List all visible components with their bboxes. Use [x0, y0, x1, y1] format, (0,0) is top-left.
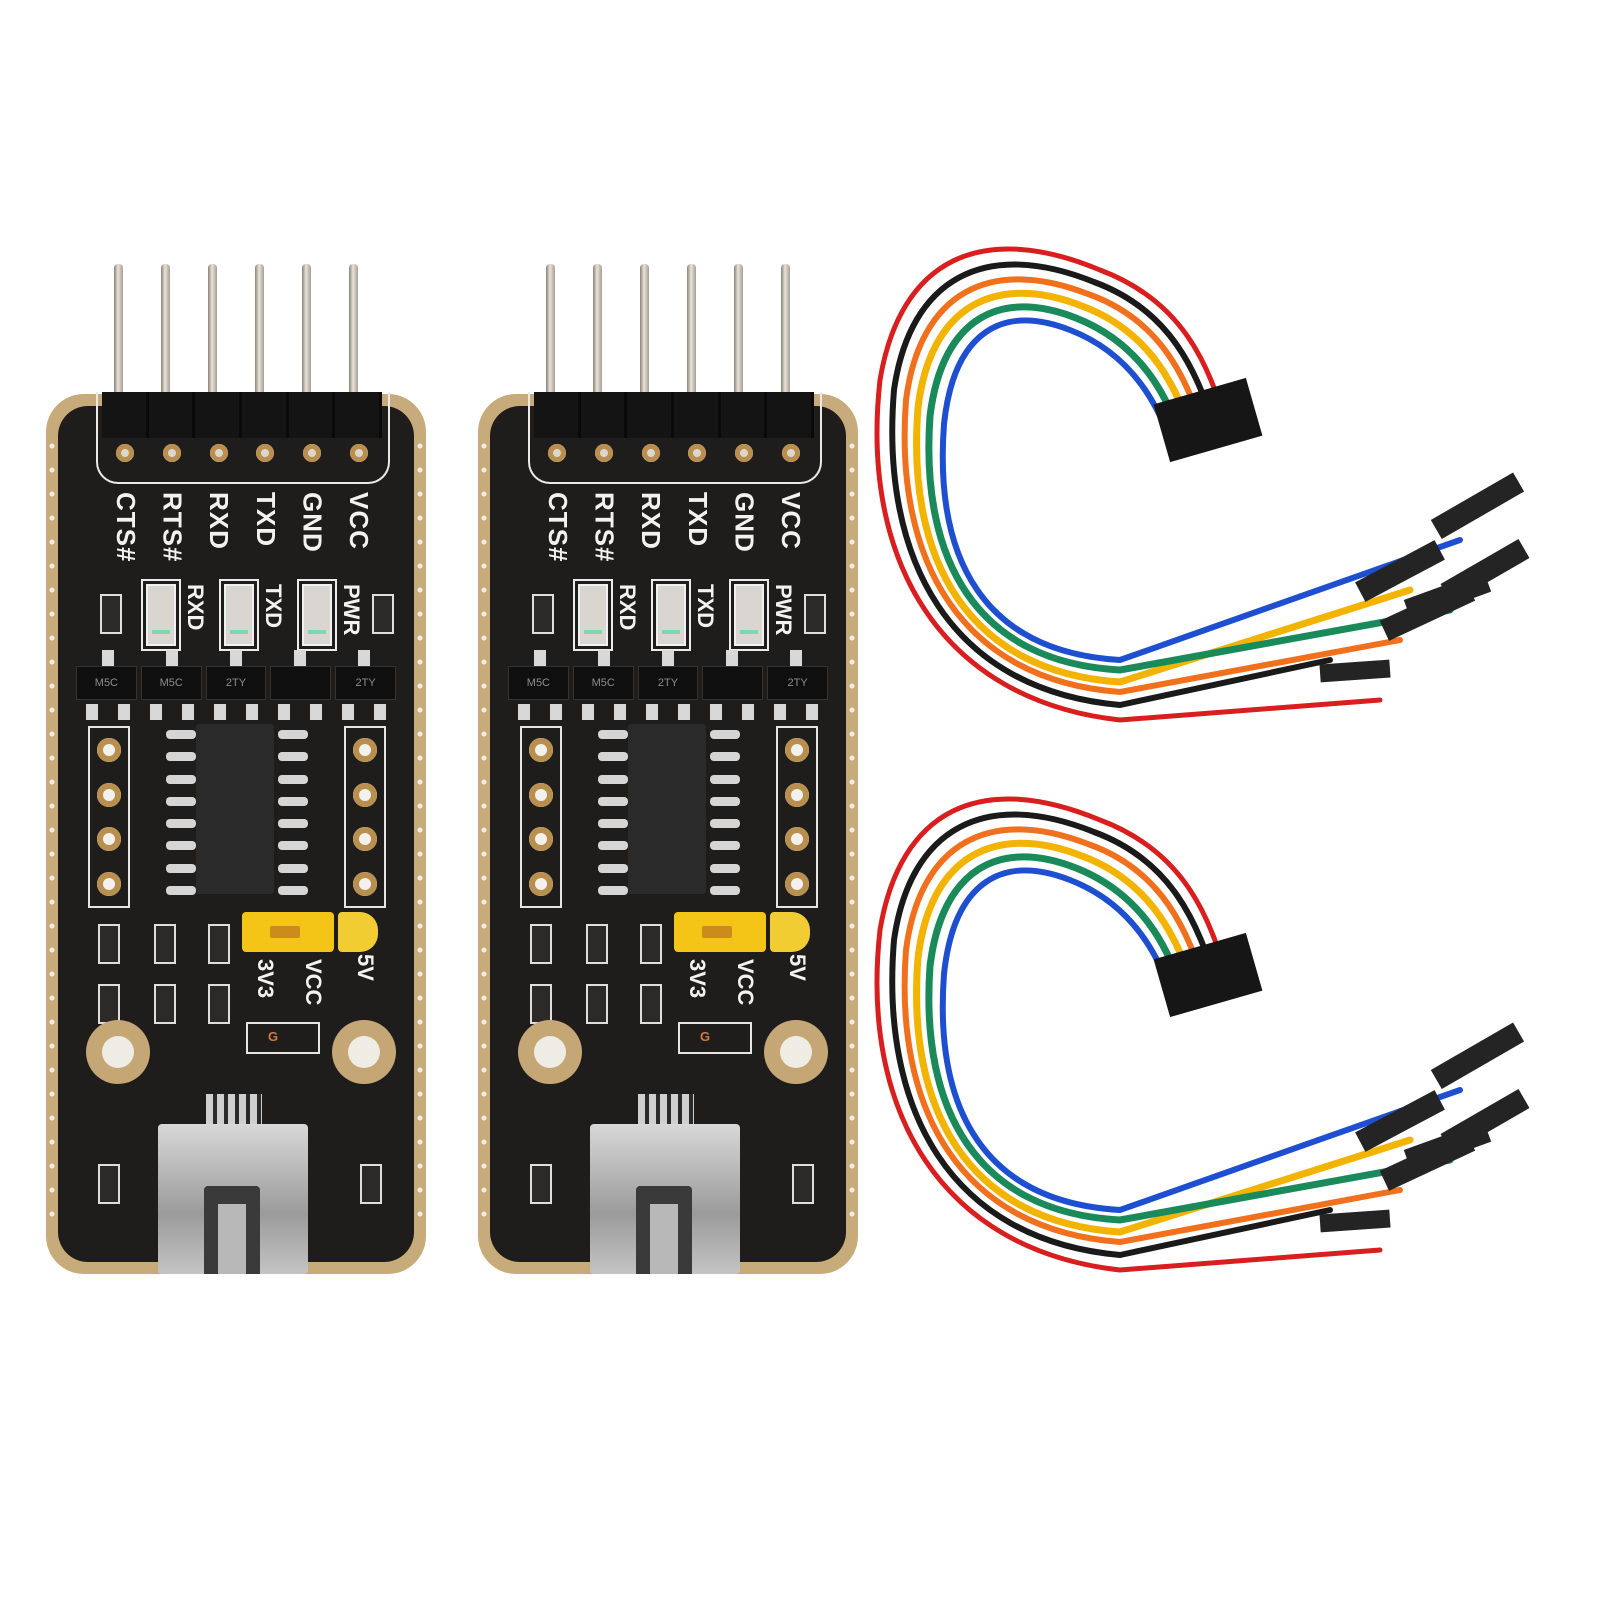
transistor: 2TY	[637, 666, 699, 700]
transistor: M5C	[76, 666, 137, 700]
label-vcc: VCC	[733, 959, 758, 1006]
label-5v: 5V	[353, 954, 378, 981]
transistor: M5C	[140, 666, 202, 700]
header-pin	[593, 264, 602, 404]
label-5v: 5V	[785, 954, 810, 981]
transistor	[702, 666, 764, 700]
led-label-rxd: RXD	[615, 584, 640, 631]
jumper-pin-5v	[338, 912, 378, 952]
header-pin	[734, 264, 743, 404]
jumper-pin-5v	[770, 912, 810, 952]
side-header-right	[776, 726, 818, 908]
led-pwr	[302, 584, 332, 646]
transistor-row: M5C M5C 2TY 2TY	[76, 666, 396, 700]
transistor: 2TY	[205, 666, 267, 700]
side-header-right	[344, 726, 386, 908]
header-pin	[255, 264, 264, 404]
transistor: M5C	[572, 666, 634, 700]
usb-uart-chip	[628, 724, 706, 894]
transistor: 2TY	[335, 666, 396, 700]
header-pin	[781, 264, 790, 404]
header-pin	[161, 264, 170, 404]
pin-label-vcc: VCC	[344, 492, 375, 550]
side-header-left	[88, 726, 130, 908]
pin-labels: CTS# RTS# RXD TXD GND VCC	[534, 492, 814, 592]
pin-label-gnd: GND	[729, 492, 760, 553]
pin-label-rxd: RXD	[204, 492, 235, 550]
pin-label-cts: CTS#	[110, 492, 141, 563]
pin-label-cts: CTS#	[542, 492, 573, 563]
pin-label-rts: RTS#	[589, 492, 620, 563]
mounting-hole	[86, 1020, 150, 1084]
led-txd	[224, 584, 254, 646]
mini-usb-port	[590, 1124, 740, 1274]
usb-ttl-board-1: CTS# RTS# RXD TXD GND VCC RXD TXD PWR M5…	[46, 264, 426, 1274]
led-rxd	[578, 584, 608, 646]
led-label-txd: TXD	[693, 584, 718, 628]
header-pin	[208, 264, 217, 404]
led-label-txd: TXD	[261, 584, 286, 628]
mounting-hole	[518, 1020, 582, 1084]
pin-labels: CTS# RTS# RXD TXD GND VCC	[102, 492, 382, 592]
led-label-rxd: RXD	[183, 584, 208, 631]
header-pin	[640, 264, 649, 404]
mini-usb-port	[158, 1124, 308, 1274]
diode: G	[678, 1022, 752, 1054]
pin-header	[534, 392, 815, 438]
female-connector-housing	[1153, 377, 1263, 463]
pin-header	[102, 392, 383, 438]
pin-label-rxd: RXD	[636, 492, 667, 550]
jumper-cable-2	[874, 796, 1530, 1273]
pin-label-rts: RTS#	[157, 492, 188, 563]
header-pin	[114, 264, 123, 404]
transistor: 2TY	[767, 666, 828, 700]
led-label-pwr: PWR	[339, 584, 364, 636]
voltage-jumper	[242, 912, 334, 952]
led-rxd	[146, 584, 176, 646]
female-connector-housing	[1153, 932, 1263, 1018]
led-pwr	[734, 584, 764, 646]
voltage-jumper	[674, 912, 766, 952]
transistor-row: M5C M5C 2TY 2TY	[508, 666, 828, 700]
diode: G	[246, 1022, 320, 1054]
usb-uart-chip	[196, 724, 274, 894]
label-vcc: VCC	[301, 959, 326, 1006]
pin-label-txd: TXD	[250, 492, 281, 547]
label-3v3: 3V3	[685, 959, 710, 999]
usb-ttl-board-2: CTS# RTS# RXD TXD GND VCC RXD TXD PWR M5…	[478, 264, 858, 1274]
pin-label-gnd: GND	[297, 492, 328, 553]
side-header-left	[520, 726, 562, 908]
label-3v3: 3V3	[253, 959, 278, 999]
mounting-hole	[332, 1020, 396, 1084]
led-label-pwr: PWR	[771, 584, 796, 636]
header-pin	[349, 264, 358, 404]
transistor	[270, 666, 332, 700]
pin-label-vcc: VCC	[776, 492, 807, 550]
led-txd	[656, 584, 686, 646]
header-pin	[687, 264, 696, 404]
transistor: M5C	[508, 666, 569, 700]
header-pin	[302, 264, 311, 404]
pin-label-txd: TXD	[682, 492, 713, 547]
mounting-hole	[764, 1020, 828, 1084]
jumper-cable-1	[874, 246, 1530, 723]
header-pin	[546, 264, 555, 404]
